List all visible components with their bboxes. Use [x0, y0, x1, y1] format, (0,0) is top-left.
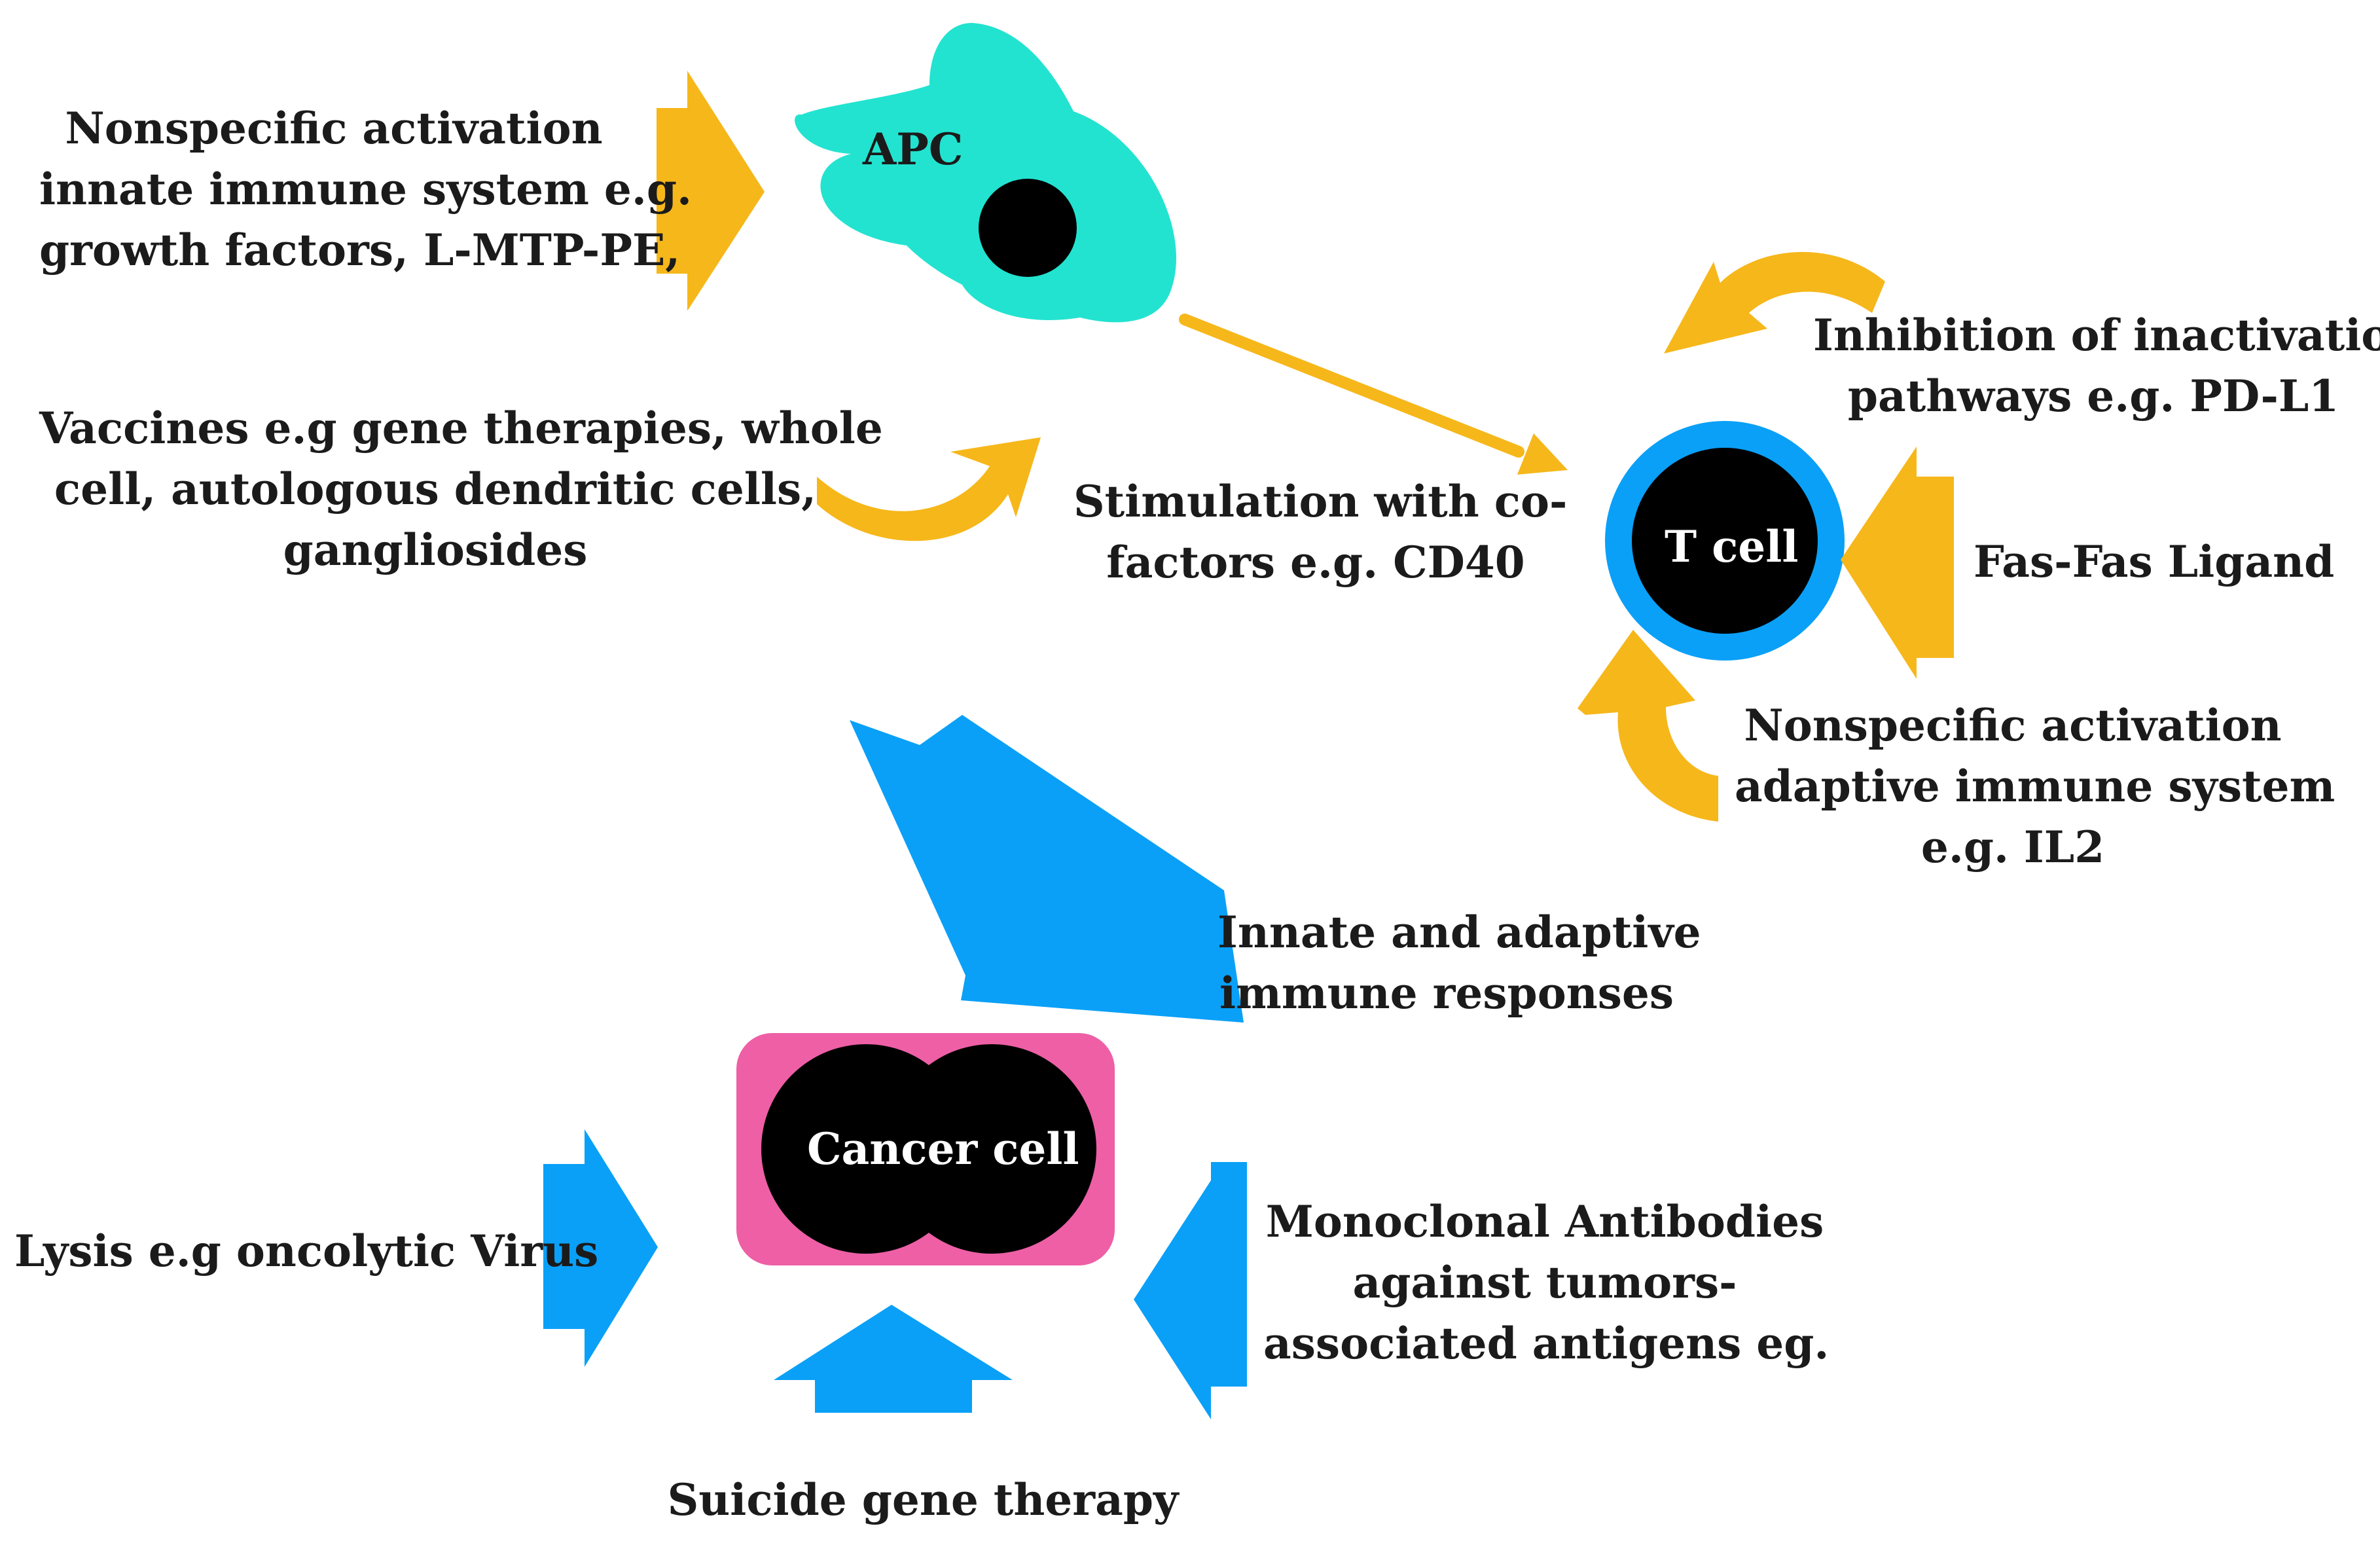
label-inhibition: Inhibition of inactivation pathways e.g.…: [1813, 305, 2380, 427]
label-fas: Fas-Fas Ligand: [1974, 532, 2334, 592]
arrow-suicide-gene-therapy: [774, 1305, 1013, 1413]
label-line: Lysis e.g oncolytic Virus: [14, 1226, 599, 1277]
apc-body: [795, 23, 1176, 323]
big-arrow-immune-responses: [850, 715, 1244, 1023]
label-lysis: Lysis e.g oncolytic Virus: [14, 1221, 598, 1282]
curved-arrow-il2: [1578, 630, 1718, 822]
label-nonspecific-innate: Nonspecific activation innate immune sys…: [39, 98, 692, 281]
apc-label: APC: [863, 124, 964, 175]
chevron-arrow-monoclonal: [1134, 1162, 1247, 1419]
arrow-apc-to-tcell-head: [1517, 433, 1568, 475]
cancer-nucleus-right: [887, 1044, 1096, 1254]
label-line: immune responses: [1219, 968, 1674, 1019]
curved-arrow-inhibition: [1664, 251, 1885, 354]
label-line: Innate and adaptive: [1217, 907, 1701, 958]
label-line: growth factors, L-MTP-PE,: [39, 225, 681, 276]
label-line: Nonspecific activation: [1744, 700, 2282, 751]
label-innate-adaptive: Innate and adaptive immune responses: [1217, 902, 1701, 1024]
chevron-arrow-lysis: [543, 1129, 658, 1367]
label-line: against tumors-: [1352, 1257, 1737, 1308]
label-line: Inhibition of inactivation: [1813, 310, 2380, 361]
label-line: factors e.g. CD40: [1106, 537, 1525, 588]
label-line: Stimulation with co-: [1073, 476, 1568, 527]
label-nonspecific-adaptive: Nonspecific activation adaptive immune s…: [1735, 695, 2335, 878]
cancer-cell-label: Cancer cell: [807, 1123, 1079, 1174]
label-line: innate immune system e.g.: [39, 164, 692, 215]
label-line: pathways e.g. PD-L1: [1847, 371, 2339, 422]
label-line: cell, autologous dendritic cells,: [54, 464, 817, 515]
label-stimulation: Stimulation with co- factors e.g. CD40: [1073, 471, 1568, 593]
label-monoclonal: Monoclonal Antibodies against tumors- as…: [1263, 1191, 1830, 1374]
label-line: Fas-Fas Ligand: [1974, 536, 2335, 587]
label-line: gangliosides: [283, 524, 588, 575]
label-line: Nonspecific activation: [65, 103, 603, 154]
chevron-arrow-into-apc: [657, 71, 765, 311]
label-line: Vaccines e.g gene therapies, whole: [39, 403, 883, 454]
t-cell-nucleus: [1632, 448, 1818, 634]
arrow-apc-to-tcell-line: [1179, 314, 1524, 458]
label-line: adaptive immune system: [1735, 761, 2335, 812]
apc-nucleus: [979, 179, 1077, 277]
label-vaccines: Vaccines e.g gene therapies, whole cell,…: [39, 398, 883, 581]
label-suicide: Suicide gene therapy: [655, 1470, 1191, 1531]
apc-cell: [795, 23, 1176, 323]
cancer-cell: [736, 1033, 1115, 1265]
curved-arrow-vaccines: [817, 437, 1041, 541]
t-cell-label: T cell: [1665, 521, 1799, 572]
label-line: e.g. IL2: [1920, 822, 2105, 873]
label-line: Monoclonal Antibodies: [1265, 1196, 1824, 1247]
chevron-arrow-fas: [1841, 446, 1954, 679]
label-line: Suicide gene therapy: [667, 1474, 1179, 1525]
label-line: associated antigens eg.: [1263, 1318, 1830, 1369]
t-cell: [1605, 421, 1845, 661]
